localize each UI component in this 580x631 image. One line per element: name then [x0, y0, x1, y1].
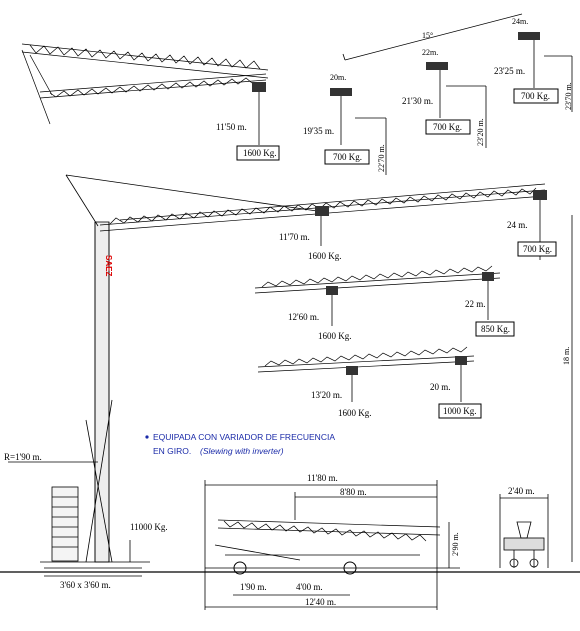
transport-height: 2'90 m.: [451, 532, 460, 556]
luffing-3-load-box: [513, 88, 559, 104]
luffing-position-3: [518, 32, 573, 112]
luffing-3-load: 700 Kg.: [521, 91, 550, 101]
mast-brand: SAEZ: [104, 255, 113, 276]
luffing-angle: 15°: [422, 31, 433, 40]
jib22-far-reach: 22 m.: [465, 299, 486, 309]
transport-view: [204, 480, 460, 610]
end-view: [499, 494, 549, 568]
luffing-3-length: 24m.: [512, 17, 528, 26]
luffing-angle-line: [342, 13, 523, 61]
transport-axle-span: 4'00 m.: [296, 582, 323, 592]
transport-jib-len: 8'80 m.: [340, 487, 367, 497]
luffing-position-2: [426, 62, 487, 148]
note-line2: EN GIRO.: [153, 446, 191, 456]
jib-20: [257, 346, 475, 402]
top-left-reach: 11'50 m.: [216, 122, 247, 132]
ballast: 11000 Kg.: [130, 522, 168, 532]
top-left-load-box: [236, 145, 280, 161]
luffing-2-height: 23'20 m.: [476, 118, 485, 146]
luffing-2-reach: 21'30 m.: [402, 96, 433, 106]
luffing-position-1: [330, 88, 387, 175]
jib24-far-reach: 24 m.: [507, 220, 528, 230]
jib22-far-load: 850 Kg.: [481, 324, 510, 334]
note-line1: EQUIPADA CON VARIADOR DE FRECUENCIA: [153, 432, 335, 442]
jib22-near-reach: 12'60 m.: [288, 312, 319, 322]
jib24-near-load: 1600 Kg.: [308, 251, 342, 261]
luffing-1-reach: 19'35 m.: [303, 126, 334, 136]
top-left-jib: [21, 43, 269, 145]
transport-axle-front: 1'90 m.: [240, 582, 267, 592]
luffing-3-height: 23'70 m.: [564, 82, 573, 110]
note-line2-italic: (Slewing with inverter): [200, 446, 284, 456]
jib24-far-load-box: [517, 241, 557, 257]
luffing-1-length: 20m.: [330, 73, 346, 82]
jib24-far-load: 700 Kg.: [523, 244, 552, 254]
luffing-2-load-box: [425, 119, 471, 135]
jib22-near-load: 1600 Kg.: [318, 331, 352, 341]
transport-total-top: 11'80 m.: [307, 473, 338, 483]
jib-22: [254, 265, 501, 326]
base-size: 3'60 x 3'60 m.: [60, 580, 111, 590]
luffing-1-load-box: [324, 149, 370, 165]
jib20-far-load: 1000 Kg.: [443, 406, 477, 416]
transport-total-bottom: 12'40 m.: [305, 597, 336, 607]
jib20-near-load: 1600 Kg.: [338, 408, 372, 418]
luffing-1-height: 22'70 m.: [377, 144, 386, 172]
jib20-far-load-box: [438, 403, 482, 419]
top-left-load: 1600 Kg.: [243, 148, 277, 158]
jib20-far-reach: 20 m.: [430, 382, 451, 392]
end-view-width: 2'40 m.: [508, 486, 535, 496]
note-bullet: [145, 435, 149, 439]
main-height: 18 m.: [562, 347, 571, 365]
luffing-3-reach: 23'25 m.: [494, 66, 525, 76]
jib24-near-reach: 11'70 m.: [279, 232, 310, 242]
jib20-near-reach: 13'20 m.: [311, 390, 342, 400]
luffing-2-length: 22m.: [422, 48, 438, 57]
counter-radius: R=1'90 m.: [4, 452, 42, 462]
luffing-2-load: 700 Kg.: [433, 122, 462, 132]
jib22-far-load-box: [475, 321, 515, 337]
luffing-1-load: 700 Kg.: [333, 152, 362, 162]
